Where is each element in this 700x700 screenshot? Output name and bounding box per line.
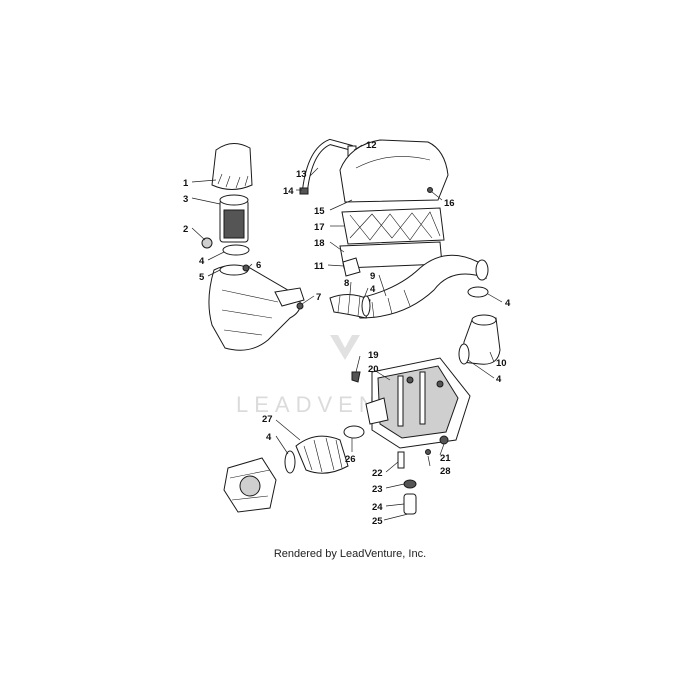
callout-11: 11 bbox=[314, 261, 325, 272]
callout-4-a: 4 bbox=[199, 256, 205, 267]
part-28-screw[interactable] bbox=[425, 449, 431, 455]
callout-2: 2 bbox=[183, 224, 188, 235]
callout-19: 19 bbox=[368, 350, 379, 361]
callout-21: 21 bbox=[440, 453, 451, 464]
part-16-screw[interactable] bbox=[427, 187, 433, 193]
part-26-clamp[interactable] bbox=[343, 425, 365, 439]
part-25-drain-tube[interactable] bbox=[403, 493, 417, 515]
footer-credit: Rendered by LeadVenture, Inc. bbox=[273, 548, 427, 560]
callout-27: 27 bbox=[262, 414, 273, 425]
part-4-clamp-b[interactable] bbox=[361, 295, 371, 317]
part-15-airbox-lid[interactable] bbox=[339, 139, 449, 203]
callout-25: 25 bbox=[372, 516, 383, 527]
callouts: 1 3 2 4 5 6 7 8 9 4 13 14 12 15 16 17 18… bbox=[183, 140, 511, 527]
callout-17: 17 bbox=[314, 222, 325, 233]
part-13-breather-hose[interactable] bbox=[302, 138, 353, 191]
callout-7: 7 bbox=[316, 292, 321, 303]
callout-13: 13 bbox=[296, 169, 307, 180]
part-22-drain[interactable] bbox=[397, 451, 405, 469]
callout-4-c: 4 bbox=[505, 298, 511, 309]
part-8-boot[interactable] bbox=[329, 293, 371, 319]
callout-4-b: 4 bbox=[370, 284, 376, 295]
part-24-clamp[interactable] bbox=[403, 479, 417, 489]
callout-24: 24 bbox=[372, 502, 383, 513]
part-21-bolt[interactable] bbox=[439, 435, 449, 445]
part-20-airbox[interactable] bbox=[365, 357, 471, 449]
callout-15: 15 bbox=[314, 206, 325, 217]
callout-23: 23 bbox=[372, 484, 383, 495]
part-19-clip[interactable] bbox=[351, 371, 361, 383]
part-9-intake-duct[interactable] bbox=[349, 254, 489, 319]
part-2-grommet[interactable] bbox=[201, 237, 213, 249]
part-14-clamp[interactable] bbox=[299, 187, 309, 195]
part-27-throttle-boot[interactable] bbox=[295, 435, 349, 474]
callout-26: 26 bbox=[345, 454, 356, 465]
part-4-clamp-c[interactable] bbox=[467, 286, 489, 298]
callout-22: 22 bbox=[372, 468, 383, 479]
callout-9: 9 bbox=[370, 271, 375, 282]
part-4-clamp-a[interactable] bbox=[222, 244, 250, 256]
part-3-filter-element[interactable] bbox=[219, 194, 249, 243]
callout-4-e: 4 bbox=[266, 432, 272, 443]
part-4-clamp-d[interactable] bbox=[458, 343, 470, 365]
callout-18: 18 bbox=[314, 238, 325, 249]
part-5-intake-housing[interactable] bbox=[208, 264, 305, 351]
callout-14: 14 bbox=[283, 186, 294, 197]
part-4-clamp-e[interactable] bbox=[284, 450, 296, 474]
callout-16: 16 bbox=[444, 198, 455, 209]
callout-3: 3 bbox=[183, 194, 188, 205]
part-17-screen[interactable] bbox=[341, 207, 445, 245]
callout-8: 8 bbox=[344, 278, 349, 289]
callout-1: 1 bbox=[183, 178, 189, 189]
part-11-clip[interactable] bbox=[342, 257, 361, 277]
callout-20: 20 bbox=[368, 364, 379, 375]
callout-4-d: 4 bbox=[496, 374, 502, 385]
leader-lines bbox=[191, 144, 503, 521]
callout-5: 5 bbox=[199, 272, 205, 283]
part-1-filter-cap[interactable] bbox=[211, 143, 253, 190]
callout-28: 28 bbox=[440, 466, 451, 477]
throttle-body[interactable] bbox=[223, 457, 277, 513]
callout-6: 6 bbox=[256, 260, 261, 271]
part-6-screw[interactable] bbox=[242, 264, 250, 272]
callout-10: 10 bbox=[496, 358, 507, 369]
part-7-nut[interactable] bbox=[296, 302, 304, 310]
callout-12: 12 bbox=[366, 140, 377, 151]
